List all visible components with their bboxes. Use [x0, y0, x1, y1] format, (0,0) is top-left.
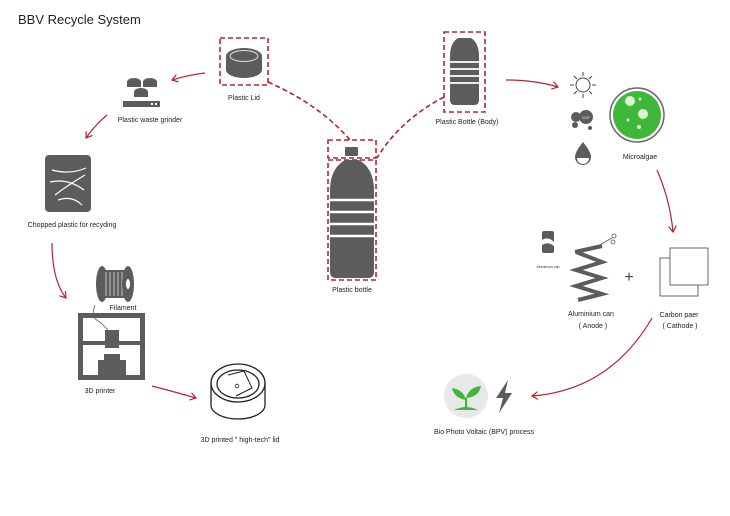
microalgae-petri-icon	[609, 87, 665, 143]
anode-label-line2: ( Anode )	[579, 323, 607, 330]
bottle-icon	[330, 147, 374, 278]
grinder-node: Plastic waste grinder	[118, 78, 183, 124]
dashed-link-body	[376, 96, 445, 159]
selection-box	[443, 31, 486, 113]
plastic-lid-node: Plastic Lid	[219, 37, 269, 102]
arrow-electrodes-to-bpv	[532, 317, 653, 396]
chopped-plastic-icon	[45, 155, 91, 212]
bpv-node: Bio Photo Voltaic (BPV) process	[434, 374, 534, 436]
coiled-strip-icon	[569, 244, 610, 302]
printed-lid-icon	[210, 363, 266, 420]
bpv-label: Bio Photo Voltaic (BPV) process	[434, 429, 534, 436]
cathode-label-line2: ( Cathode )	[662, 323, 697, 330]
lightning-bolt-icon	[496, 380, 512, 413]
scissors-icon	[597, 233, 617, 247]
lid-icon	[226, 48, 262, 78]
plastic-bottle-label: Plastic bottle	[332, 287, 372, 294]
chopped-plastic-label: Chopped plastic for recyding	[28, 222, 117, 229]
plus-sign: +	[624, 269, 633, 286]
microalgae-node: Microalgae	[609, 87, 665, 161]
cathode-node: Carbon paer ( Cathode )	[659, 247, 709, 330]
cathode-label-line1: Carbon paer	[660, 312, 700, 319]
arrow-chopped-to-printer	[51, 242, 66, 298]
printer-node: Filament 3D printer	[78, 266, 145, 395]
diagram-title: BBV Recycle System	[18, 12, 141, 27]
aluminium-can-icon	[542, 231, 554, 253]
3d-printer-icon	[78, 304, 145, 380]
sun-icon	[570, 72, 596, 98]
filament-spool-icon	[96, 266, 134, 302]
bottle-body-icon	[450, 38, 479, 105]
arrow-body-to-microalgae	[505, 79, 558, 87]
grinder-label: Plastic waste grinder	[118, 117, 183, 124]
plastic-bottle-node: Plastic bottle	[327, 139, 377, 294]
co2-icon: CO²	[571, 110, 593, 130]
anode-label-line1: Aluminium can	[568, 311, 614, 318]
grinder-icon	[123, 78, 160, 107]
arrow-microalgae-to-electrodes	[656, 169, 673, 232]
microalgae-label: Microalgae	[623, 154, 657, 161]
selection-box	[219, 37, 269, 86]
bottle-body-node: Plastic Bottle (Body)	[435, 31, 499, 126]
aluminium-can-small-label: Aluminium can	[537, 265, 560, 269]
cap-selection-box	[327, 139, 377, 159]
filament-label: Filament	[110, 305, 137, 312]
bpv-background	[444, 374, 488, 418]
arrow-lid-to-grinder	[172, 72, 206, 80]
bottle-body-label: Plastic Bottle (Body)	[435, 119, 498, 126]
anode-node: Aluminium can Aluminium can ( Anode )	[537, 231, 617, 330]
water-drop-icon	[575, 142, 591, 165]
printed-lid-label: 3D printed " high-tech" lid	[201, 437, 280, 444]
carbon-paper-icon	[659, 247, 709, 297]
co2-label: CO²	[582, 115, 590, 120]
printed-lid-node: 3D printed " high-tech" lid	[201, 363, 280, 444]
dashed-link-lid	[267, 81, 351, 141]
sprout-icon	[452, 386, 481, 410]
chopped-plastic-node: Chopped plastic for recyding	[28, 155, 117, 229]
arrow-grinder-to-chopped	[86, 114, 108, 138]
plastic-lid-label: Plastic Lid	[228, 95, 260, 102]
3d-printer-label: 3D printer	[85, 388, 116, 395]
arrow-printer-to-lid	[151, 385, 196, 398]
